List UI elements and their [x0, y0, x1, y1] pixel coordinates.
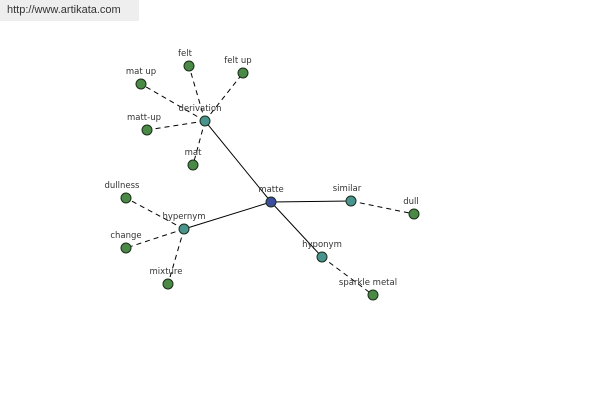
node-label-mat-up: mat up — [126, 67, 156, 77]
node-label-derivation: derivation — [178, 104, 221, 114]
node-label-hyponym: hyponym — [302, 240, 342, 250]
watermark-url: http://www.artikata.com — [0, 0, 139, 21]
node-label-felt-up: felt up — [224, 56, 251, 66]
node-circle-dullness[interactable] — [120, 192, 132, 204]
node-label-hypernym: hypernym — [162, 212, 205, 222]
node-circle-mixture[interactable] — [162, 278, 174, 290]
edge-hyponym-sparkle-metal — [321, 256, 374, 296]
node-derivation[interactable]: derivation — [178, 104, 222, 127]
node-circle-mat[interactable] — [187, 159, 199, 171]
node-circle-sparkle-metal[interactable] — [367, 289, 379, 301]
node-label-dullness: dullness — [105, 181, 141, 191]
edge-matte-similar — [270, 200, 352, 203]
edge-matte-derivation — [204, 120, 272, 203]
node-label-felt: felt — [178, 49, 193, 59]
node-label-similar: similar — [333, 184, 362, 194]
edge-derivation-felt — [188, 65, 206, 122]
node-matt-up[interactable]: matt-up — [127, 113, 161, 136]
node-circle-hyponym[interactable] — [316, 251, 328, 263]
node-label-change: change — [110, 231, 141, 241]
node-label-matte: matte — [258, 185, 283, 195]
node-circle-matte[interactable] — [265, 196, 277, 208]
edge-derivation-mat-up — [140, 83, 206, 122]
node-circle-mat-up[interactable] — [135, 78, 147, 90]
node-circle-dull[interactable] — [408, 208, 420, 220]
node-label-matt-up: matt-up — [127, 113, 161, 123]
node-dull[interactable]: dull — [403, 197, 420, 220]
nodes-layer: matte derivation hypernym similar hyponym fel… — [105, 49, 420, 301]
edges-layer — [125, 65, 415, 296]
node-hypernym[interactable]: hypernym — [162, 212, 206, 235]
node-felt-up[interactable]: felt up — [224, 56, 252, 79]
node-label-sparkle-metal: sparkle metal — [339, 278, 397, 288]
edge-derivation-mat — [192, 120, 206, 166]
edge-hypernym-change — [125, 228, 185, 249]
node-change[interactable]: change — [110, 231, 142, 254]
edge-similar-dull — [350, 200, 415, 215]
edge-hypernym-mixture — [167, 228, 185, 285]
node-sparkle-metal[interactable]: sparkle metal — [339, 278, 397, 301]
edge-derivation-felt-up — [204, 72, 244, 122]
node-circle-derivation[interactable] — [199, 115, 211, 127]
edge-matte-hypernym — [183, 201, 272, 230]
node-mat-up[interactable]: mat up — [126, 67, 156, 90]
node-label-dull: dull — [403, 197, 419, 207]
node-label-mixture: mixture — [150, 267, 183, 277]
node-matte[interactable]: matte — [258, 185, 284, 208]
edge-matte-hyponym — [270, 201, 323, 258]
node-label-mat: mat — [185, 148, 202, 158]
node-circle-change[interactable] — [120, 242, 132, 254]
node-hyponym[interactable]: hyponym — [302, 240, 342, 263]
edge-hypernym-dullness — [125, 197, 185, 230]
node-felt[interactable]: felt — [178, 49, 195, 72]
node-similar[interactable]: similar — [333, 184, 362, 207]
node-circle-hypernym[interactable] — [178, 223, 190, 235]
node-circle-similar[interactable] — [345, 195, 357, 207]
node-mixture[interactable]: mixture — [150, 267, 183, 290]
node-dullness[interactable]: dullness — [105, 181, 141, 204]
node-circle-matt-up[interactable] — [141, 124, 153, 136]
node-circle-felt-up[interactable] — [237, 67, 249, 79]
edge-derivation-matt-up — [146, 120, 206, 131]
node-mat[interactable]: mat — [185, 148, 202, 171]
node-circle-felt[interactable] — [183, 60, 195, 72]
